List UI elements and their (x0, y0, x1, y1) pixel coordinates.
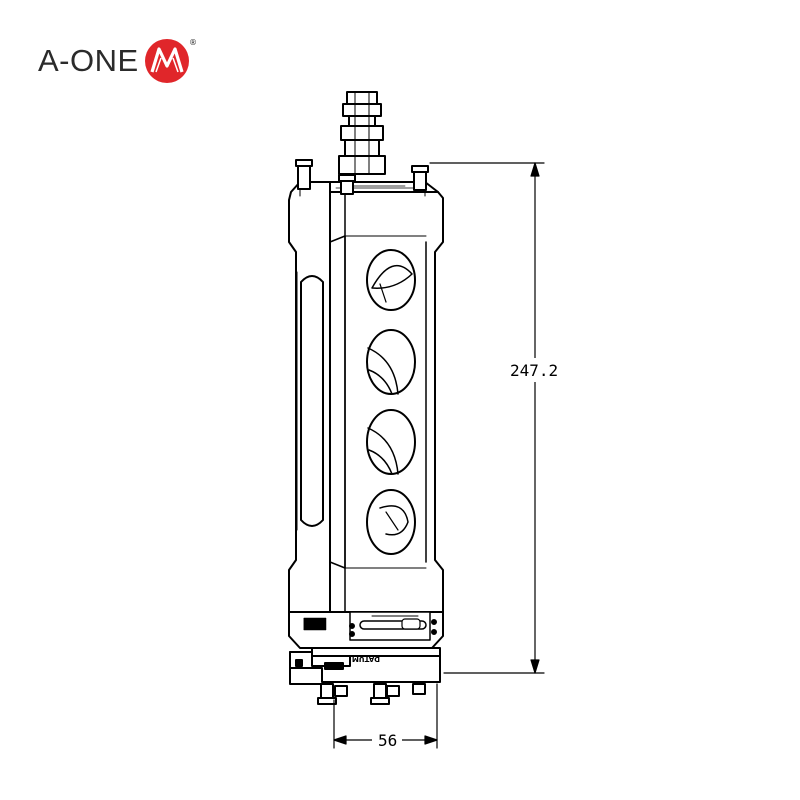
brand-name: A-ONE (38, 43, 139, 78)
height-value: 247.2 (510, 361, 558, 380)
registered-mark: ® (189, 38, 197, 47)
bottom-studs (317, 683, 426, 705)
height-dimension (429, 162, 545, 674)
base-unit (289, 647, 441, 685)
side-slot (300, 275, 324, 527)
top-posts (295, 159, 429, 195)
brand-logo: A-ONE ® (38, 36, 199, 86)
width-value: 56 (378, 731, 397, 750)
datum-label: DATUM (352, 655, 380, 663)
m-logo-icon: ® (144, 38, 197, 83)
front-windows (366, 249, 416, 555)
top-connector (338, 91, 386, 175)
bottom-plate (288, 611, 444, 649)
